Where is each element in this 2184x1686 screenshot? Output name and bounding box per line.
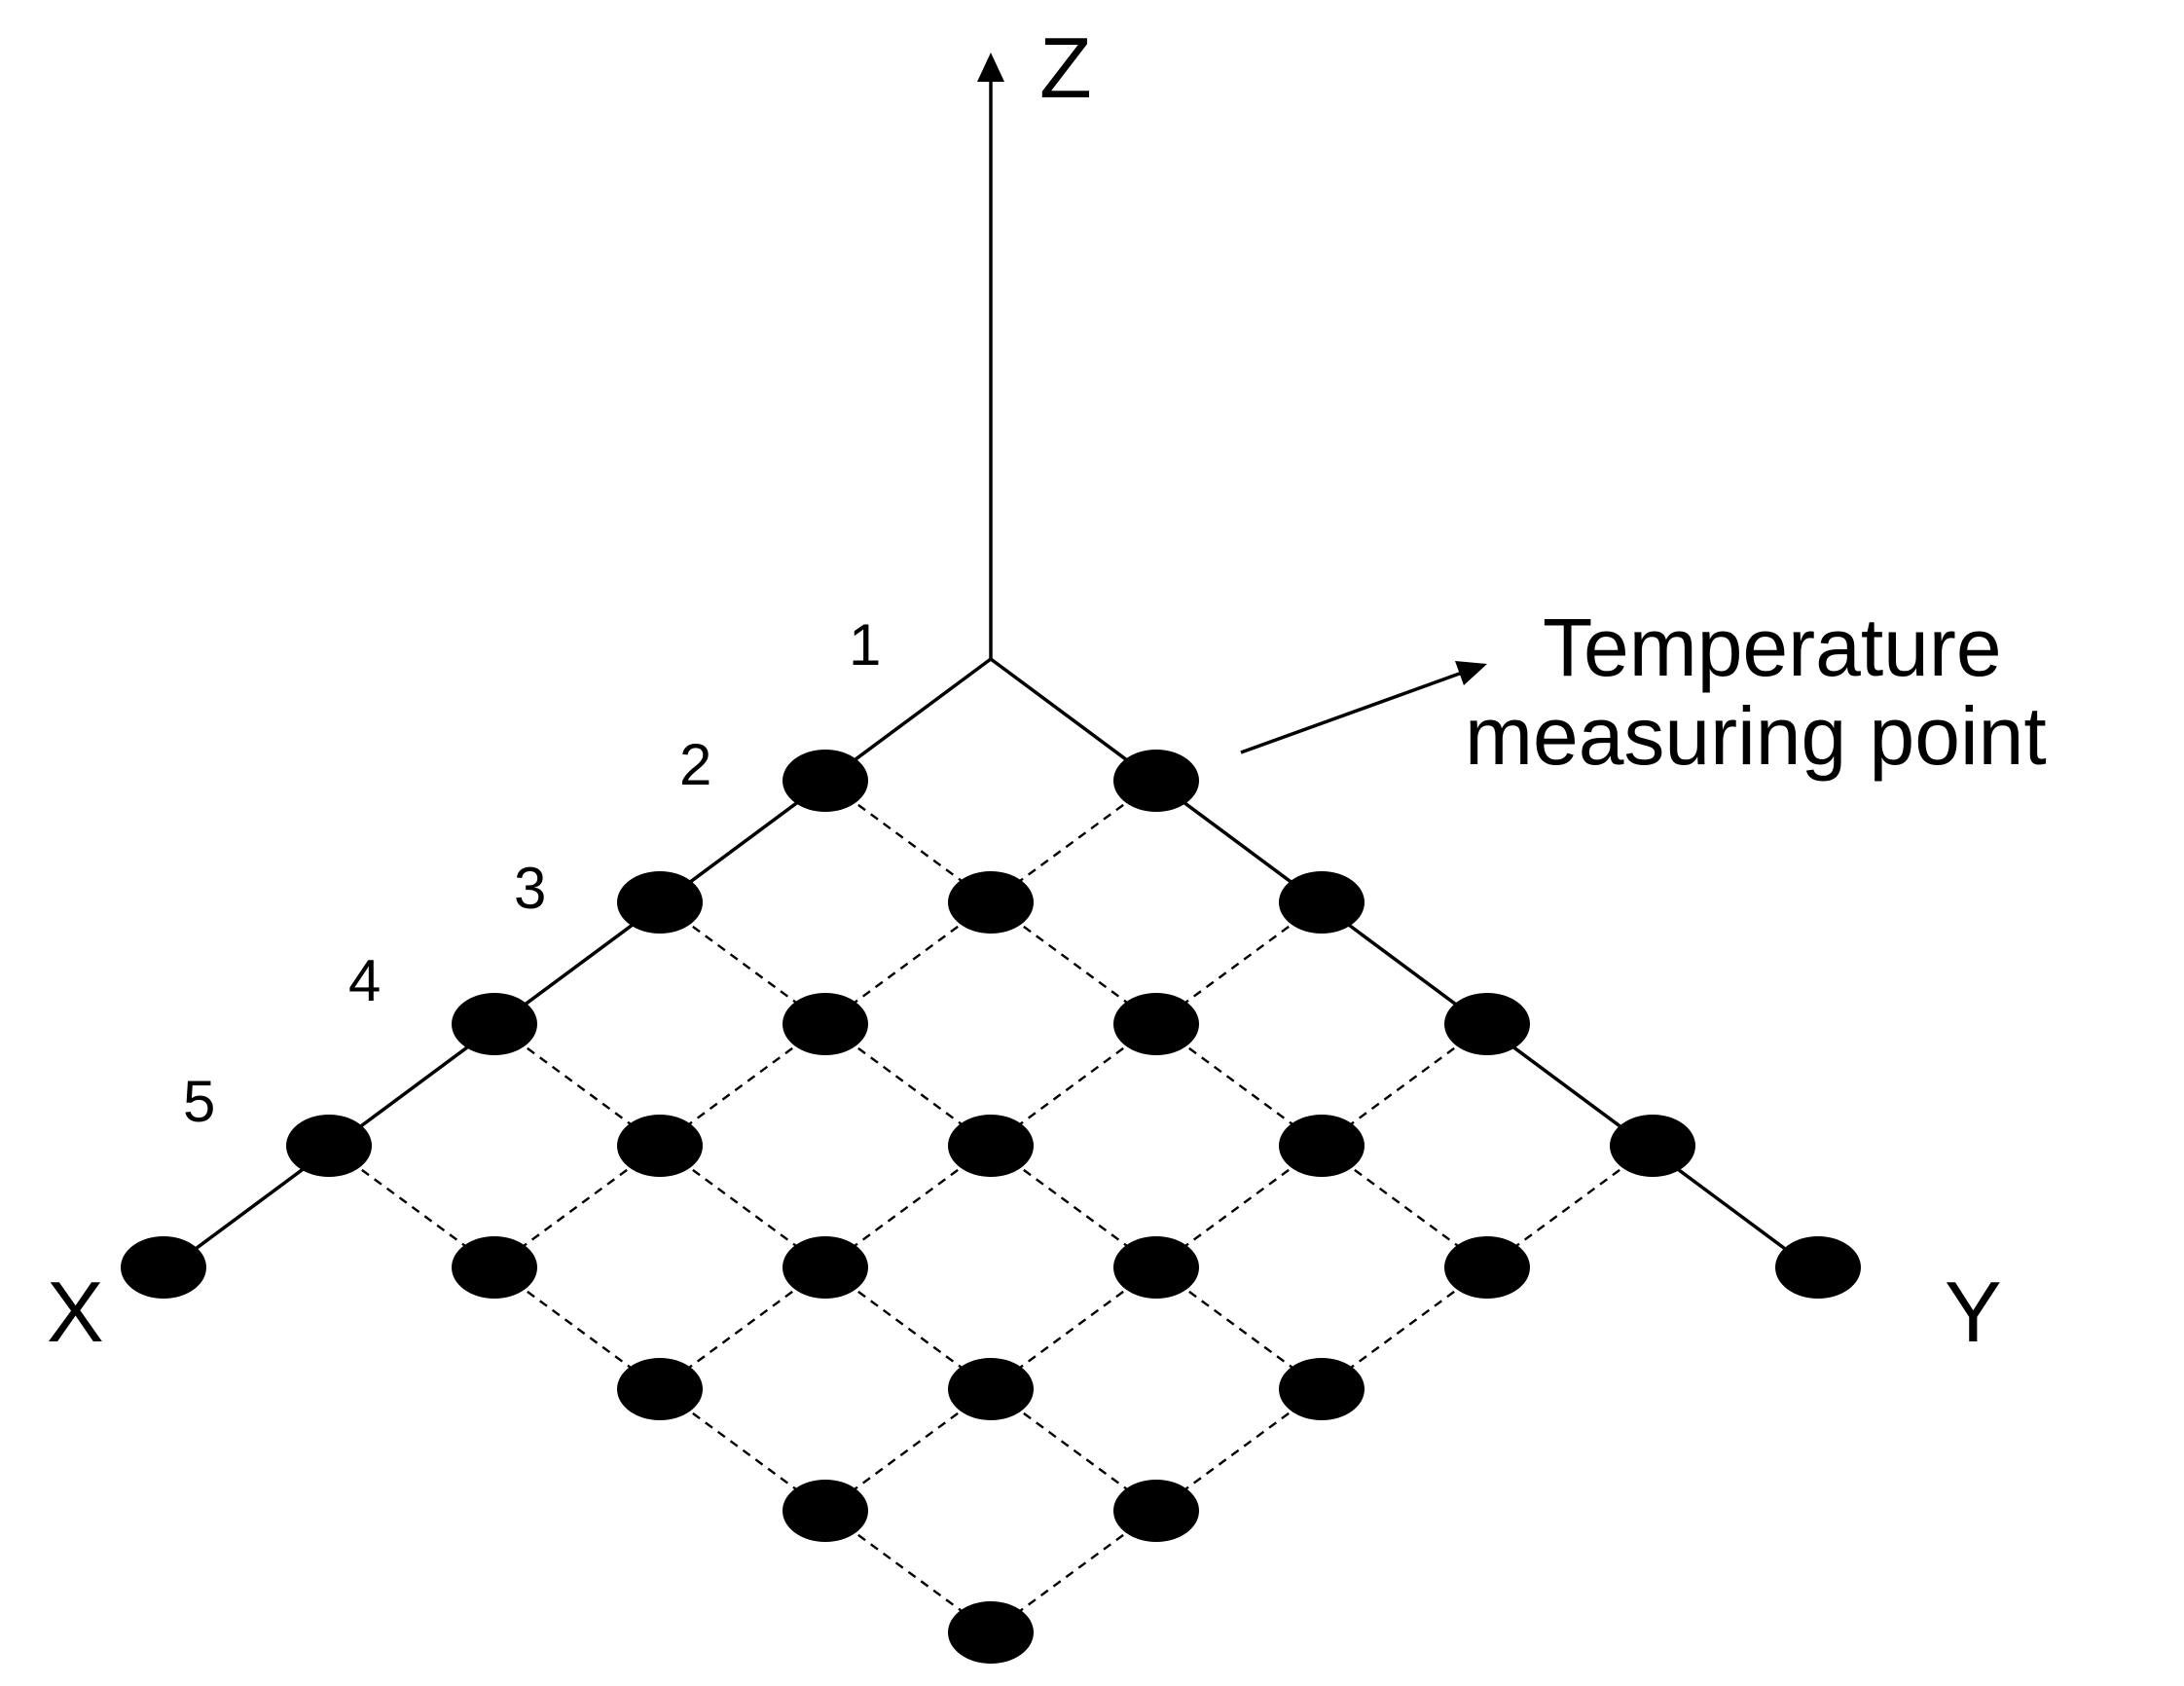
annotation-line-1: Temperature	[1543, 602, 2002, 693]
temperature-measuring-point	[1279, 1358, 1365, 1420]
z-axis-arrowhead	[977, 53, 1004, 82]
temperature-measuring-point	[783, 1480, 868, 1542]
temperature-measuring-point	[1444, 1236, 1530, 1299]
z-axis-label: Z	[1039, 19, 1092, 116]
temperature-measuring-point	[286, 1115, 372, 1177]
temperature-measuring-point	[452, 1236, 537, 1299]
y-axis-label: Y	[1945, 1264, 2002, 1360]
temperature-measuring-point	[948, 871, 1034, 934]
temperature-measuring-point	[1444, 993, 1530, 1055]
temperature-measuring-point	[948, 1601, 1034, 1664]
temperature-measuring-point	[1279, 871, 1365, 934]
temperature-measuring-point	[121, 1236, 206, 1299]
row-label-1: 1	[849, 612, 881, 678]
temperature-measuring-point	[1113, 1480, 1199, 1542]
annotation-pointer-arrow	[1240, 670, 1466, 754]
temperature-measuring-point	[617, 1115, 703, 1177]
annotation-pointer-arrowhead	[1455, 661, 1487, 685]
temperature-measuring-point	[617, 871, 703, 934]
temperature-measuring-point	[948, 1358, 1034, 1420]
temperature-measuring-point	[452, 993, 537, 1055]
temperature-measuring-point	[1775, 1236, 1861, 1299]
temperature-measuring-point	[783, 750, 868, 812]
temperature-measuring-point	[1113, 993, 1199, 1055]
temperature-measuring-point	[1279, 1115, 1365, 1177]
x-axis-label: X	[47, 1264, 104, 1360]
measuring-points	[121, 750, 1861, 1664]
annotation-line-2: measuring point	[1465, 690, 2047, 782]
temperature-measuring-point	[783, 993, 868, 1055]
temperature-measuring-point	[1113, 1236, 1199, 1299]
row-label-5: 5	[183, 1069, 215, 1134]
temperature-measuring-point	[783, 1236, 868, 1299]
temperature-measuring-point	[1610, 1115, 1695, 1177]
temperature-measuring-point	[617, 1358, 703, 1420]
row-label-3: 3	[514, 856, 546, 921]
row-label-2: 2	[679, 732, 711, 797]
temperature-measuring-point	[1113, 750, 1199, 812]
row-label-4: 4	[348, 948, 381, 1013]
temperature-measuring-point	[948, 1115, 1034, 1177]
